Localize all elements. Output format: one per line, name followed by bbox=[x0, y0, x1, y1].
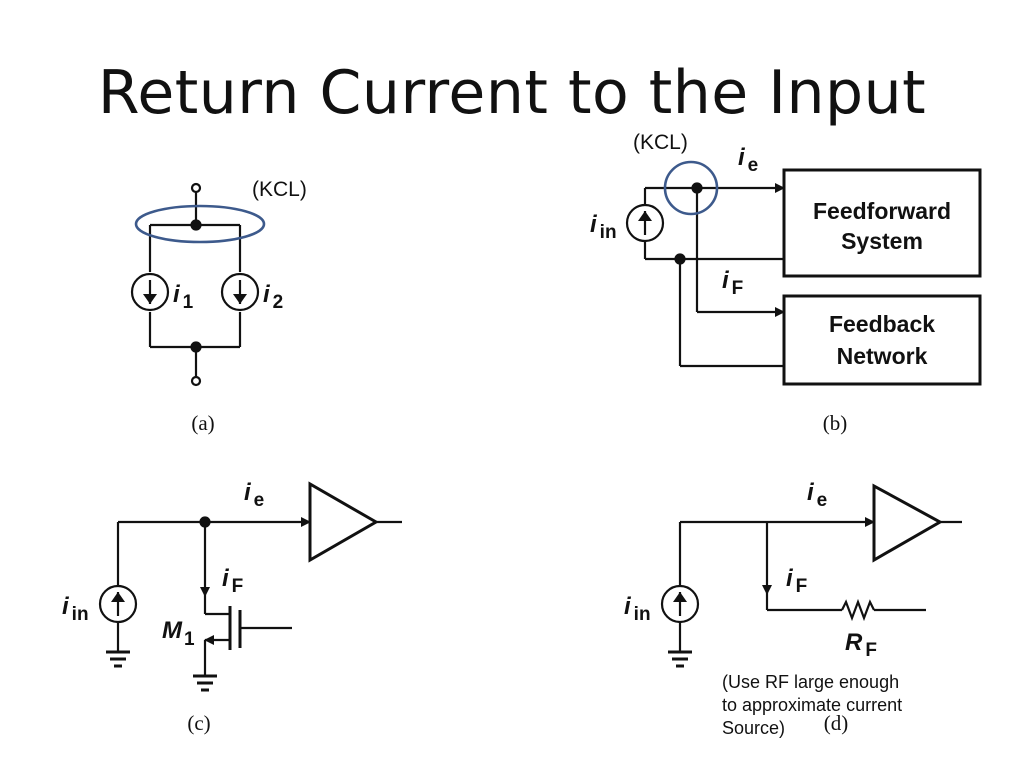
feedforward-system-box bbox=[782, 168, 982, 278]
slide-title: Return Current to the Input bbox=[97, 58, 927, 128]
rf-note: (Use RF large enough to approximate curr… bbox=[722, 671, 982, 740]
feedforward-label-line2: System bbox=[841, 228, 923, 254]
rf-note-line3: Source) bbox=[722, 718, 786, 738]
current-source-i1 bbox=[130, 272, 170, 312]
resistor-rf bbox=[841, 598, 875, 622]
feedback-label-line2: Network bbox=[837, 343, 928, 369]
amplifier-triangle-c bbox=[308, 481, 380, 563]
kcl-highlight-a bbox=[134, 204, 266, 244]
caption-d: (d) bbox=[824, 711, 849, 735]
ground-symbol-c2 bbox=[193, 674, 217, 692]
ground-symbol-c1 bbox=[106, 650, 130, 668]
rf-note-line1: (Use RF large enough bbox=[722, 672, 900, 692]
kcl-highlight-b bbox=[663, 160, 719, 216]
feedforward-label-line1: Feedforward bbox=[813, 198, 951, 224]
current-source-iin-c bbox=[98, 584, 138, 624]
kcl-label-a: (KCL) bbox=[252, 178, 307, 201]
kcl-label-b: (KCL) bbox=[633, 131, 688, 154]
caption-b: (b) bbox=[823, 411, 848, 435]
current-source-iin-b bbox=[625, 203, 665, 243]
diagram-c bbox=[98, 481, 402, 692]
terminal-top bbox=[190, 182, 202, 194]
feedback-label-line1: Feedback bbox=[829, 311, 935, 337]
rf-note-line2: to approximate current bbox=[722, 695, 903, 715]
diagram-d bbox=[660, 483, 962, 668]
current-source-i2 bbox=[220, 272, 260, 312]
diagram-a bbox=[130, 182, 266, 387]
terminal-bottom bbox=[190, 375, 202, 387]
ground-symbol-d bbox=[668, 650, 692, 668]
diagram-b bbox=[625, 160, 982, 386]
caption-c: (c) bbox=[187, 711, 210, 735]
amplifier-triangle-d bbox=[872, 483, 944, 563]
feedback-network-box bbox=[782, 294, 982, 386]
current-source-iin-d bbox=[660, 584, 700, 624]
caption-a: (a) bbox=[191, 411, 214, 435]
